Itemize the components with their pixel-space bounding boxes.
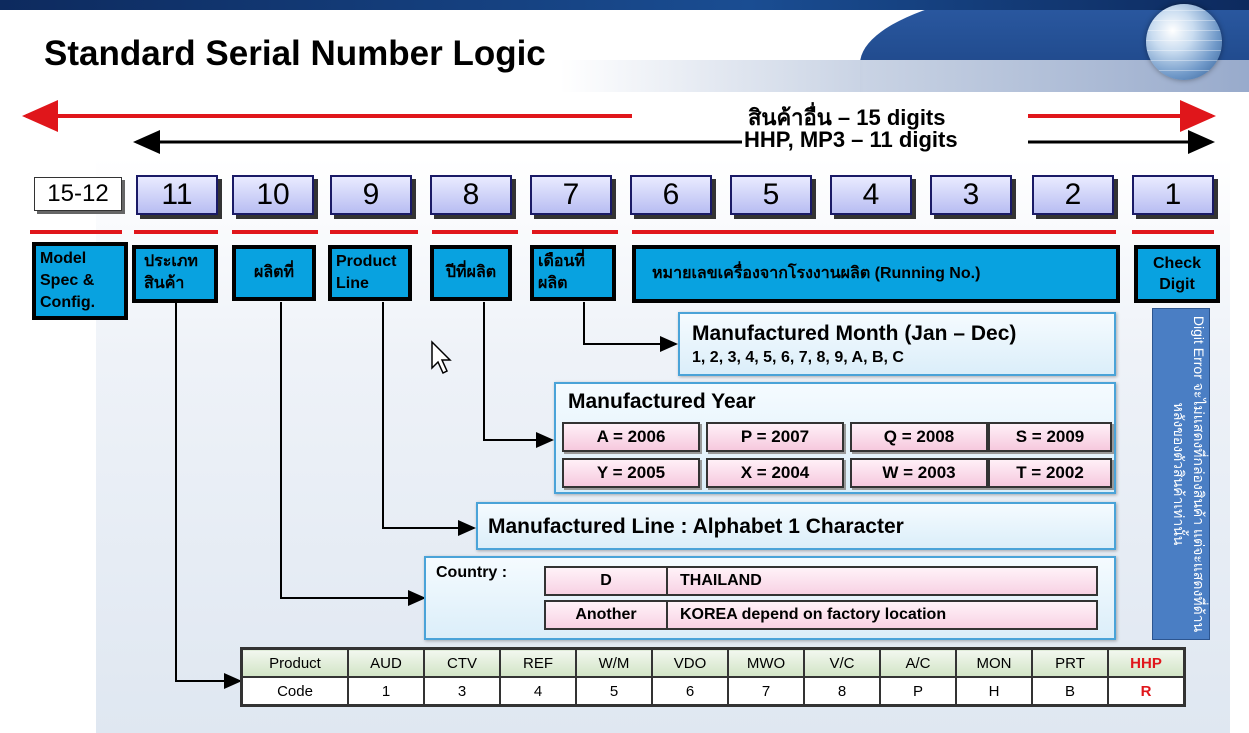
- product-cell-hhp: HHP: [1107, 647, 1186, 678]
- connector-year: [483, 302, 554, 448]
- digit-box-15-12: 15-12: [34, 177, 122, 211]
- table-row-label: Code: [240, 676, 349, 707]
- code-cell: 3: [423, 676, 501, 707]
- label-made-in: ผลิตที่: [232, 245, 316, 301]
- code-cell: 7: [727, 676, 805, 707]
- product-cell: A/C: [879, 647, 957, 678]
- product-cell: CTV: [423, 647, 501, 678]
- product-cell: V/C: [803, 647, 881, 678]
- label-product-type: ประเภท สินค้า: [132, 245, 218, 303]
- code-cell: 4: [499, 676, 577, 707]
- label-running-no: หมายเลขเครื่องจากโรงงานผลิต (Running No.…: [632, 245, 1120, 303]
- product-cell: VDO: [651, 647, 729, 678]
- label-model-spec: Model Spec & Config.: [32, 242, 128, 320]
- table-row: Product AUD CTV REF W/M VDO MWO V/C A/C …: [240, 647, 1186, 678]
- length-15-text: สินค้าอื่น – 15 digits: [748, 105, 946, 130]
- label-product-line: Product Line: [328, 245, 412, 301]
- digit-box-9: 9: [330, 175, 412, 215]
- year-code: W = 2003: [850, 458, 988, 488]
- connector-product: [175, 302, 242, 689]
- year-code: Y = 2005: [562, 458, 700, 488]
- connector-country: [280, 302, 426, 606]
- digit-box-10: 10: [232, 175, 314, 215]
- digit-box-7: 7: [530, 175, 612, 215]
- code-cell: 1: [347, 676, 425, 707]
- code-cell: P: [879, 676, 957, 707]
- product-cell: PRT: [1031, 647, 1109, 678]
- digit-box-8: 8: [430, 175, 512, 215]
- code-cell: 8: [803, 676, 881, 707]
- country-code: Another: [544, 600, 668, 630]
- code-cell: B: [1031, 676, 1109, 707]
- top-band: [0, 0, 1249, 10]
- code-cell: 6: [651, 676, 729, 707]
- year-code: S = 2009: [988, 422, 1112, 452]
- table-row: Code 1 3 4 5 6 7 8 P H B R: [240, 676, 1186, 707]
- globe-icon: [1146, 4, 1222, 80]
- year-code: Q = 2008: [850, 422, 988, 452]
- line-panel: Manufactured Line : Alphabet 1 Character: [476, 502, 1116, 550]
- month-values: 1, 2, 3, 4, 5, 6, 7, 8, 9, A, B, C: [692, 349, 904, 366]
- month-title: Manufactured Month (Jan – Dec): [692, 322, 1017, 345]
- product-cell: W/M: [575, 647, 653, 678]
- year-code: X = 2004: [706, 458, 844, 488]
- code-cell: H: [955, 676, 1033, 707]
- year-code: T = 2002: [988, 458, 1112, 488]
- connector-line: [382, 302, 476, 536]
- digit-box-1: 1: [1132, 175, 1214, 215]
- product-cell: MWO: [727, 647, 805, 678]
- label-check-digit: Check Digit: [1134, 245, 1220, 303]
- digit-box-4: 4: [830, 175, 912, 215]
- country-code: D: [544, 566, 668, 596]
- digit-box-3: 3: [930, 175, 1012, 215]
- country-panel: Country : D THAILAND Another KOREA depen…: [424, 556, 1116, 640]
- connector-month: [583, 302, 678, 352]
- digit-box-6: 6: [630, 175, 712, 215]
- side-note-text: Digit Error จะไม่แสดงที่กล่องสินค้า แต่จ…: [1171, 315, 1207, 633]
- year-title: Manufactured Year: [568, 390, 756, 413]
- country-name: THAILAND: [666, 566, 1098, 596]
- product-cell: MON: [955, 647, 1033, 678]
- year-code: A = 2006: [562, 422, 700, 452]
- product-cell: REF: [499, 647, 577, 678]
- label-year: ปีที่ผลิต: [430, 245, 512, 301]
- year-code: P = 2007: [706, 422, 844, 452]
- length-11-text: HHP, MP3 – 11 digits: [744, 127, 958, 152]
- product-code-table: Product AUD CTV REF W/M VDO MWO V/C A/C …: [240, 647, 1186, 707]
- digit-box-11: 11: [136, 175, 218, 215]
- code-cell: 5: [575, 676, 653, 707]
- cursor-icon: [431, 340, 452, 375]
- side-note: Digit Error จะไม่แสดงที่กล่องสินค้า แต่จ…: [1152, 308, 1210, 640]
- code-cell-hhp: R: [1107, 676, 1186, 707]
- year-panel: Manufactured Year A = 2006 P = 2007 Q = …: [554, 382, 1116, 494]
- digit-box-2: 2: [1032, 175, 1114, 215]
- label-month: เดือนที่ ผลิต: [530, 245, 616, 301]
- page-title: Standard Serial Number Logic: [44, 34, 546, 73]
- line-text: Manufactured Line : Alphabet 1 Character: [488, 515, 904, 538]
- digit-box-5: 5: [730, 175, 812, 215]
- product-cell: AUD: [347, 647, 425, 678]
- table-row-label: Product: [240, 647, 349, 678]
- country-name: KOREA depend on factory location: [666, 600, 1098, 630]
- country-label: Country :: [436, 564, 508, 581]
- month-panel: Manufactured Month (Jan – Dec) 1, 2, 3, …: [678, 312, 1116, 376]
